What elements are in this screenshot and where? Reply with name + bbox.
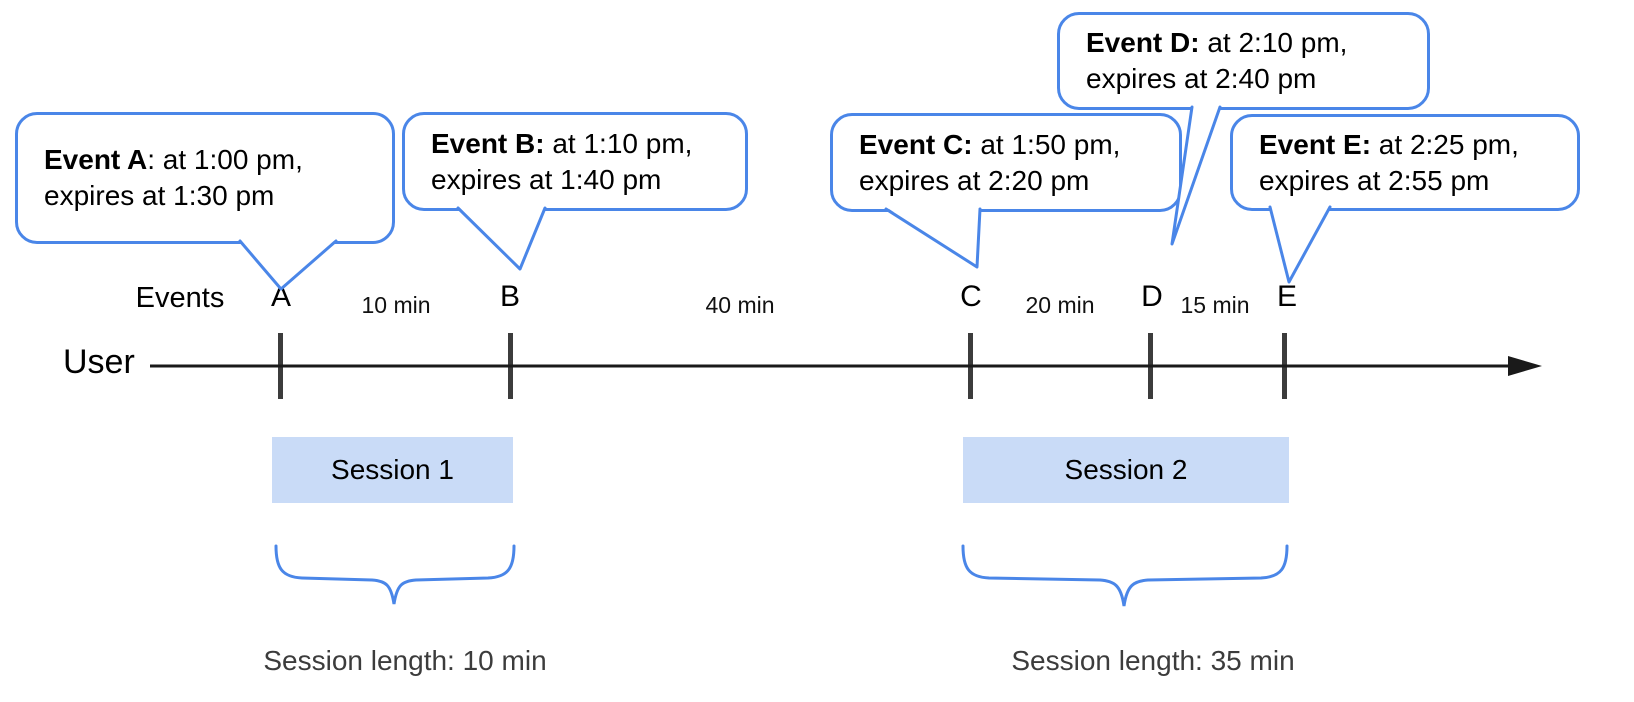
event-c-callout: Event C: at 1:50 pm, expires at 2:20 pm bbox=[830, 113, 1182, 212]
tick-label-b: B bbox=[499, 280, 521, 313]
event-c-line2: expires at 2:20 pm bbox=[859, 164, 1090, 196]
session-2-length-label: Session length: 35 min bbox=[1011, 645, 1295, 676]
event-b-time: at 1:10 pm, bbox=[544, 127, 693, 159]
event-a-title: Event A bbox=[44, 144, 148, 175]
session-2-label: Session 2 bbox=[1064, 454, 1188, 485]
gap-label-bc: 40 min bbox=[705, 292, 775, 318]
events-axis-label: Events bbox=[135, 282, 225, 314]
event-a-time: : at 1:00 pm, bbox=[147, 144, 303, 175]
event-d-callout: Event D: at 2:10 pm, expires at 2:40 pm bbox=[1057, 12, 1430, 110]
session-2-brace bbox=[961, 544, 1289, 607]
event-e-time: at 2:25 pm, bbox=[1371, 128, 1519, 160]
event-b-title: Event B: bbox=[431, 127, 545, 159]
user-label: User bbox=[63, 343, 135, 381]
tick-b bbox=[508, 333, 513, 399]
event-d-time: at 2:10 pm, bbox=[1199, 27, 1348, 58]
event-e-callout: Event E: at 2:25 pm, expires at 2:55 pm bbox=[1230, 114, 1580, 211]
session-1-label: Session 1 bbox=[331, 454, 454, 485]
timeline-arrowhead-icon bbox=[1508, 356, 1542, 376]
tick-label-c: C bbox=[960, 280, 982, 313]
gap-label-ab: 10 min bbox=[361, 292, 431, 318]
tick-d bbox=[1148, 333, 1153, 399]
event-b-tail bbox=[456, 206, 547, 271]
event-d-line2: expires at 2:40 pm bbox=[1086, 63, 1317, 94]
event-b-callout: Event B: at 1:10 pm, expires at 1:40 pm bbox=[402, 112, 748, 211]
tick-c bbox=[968, 333, 973, 399]
event-e-line2: expires at 2:55 pm bbox=[1259, 164, 1490, 196]
event-c-line1: Event C: at 1:50 pm, bbox=[859, 127, 1179, 163]
event-c-title: Event C: bbox=[859, 128, 973, 160]
event-a-callout: Event A: at 1:00 pm, expires at 1:30 pm bbox=[15, 112, 395, 244]
event-c-time: at 1:50 pm, bbox=[972, 128, 1121, 160]
gap-label-cd: 20 min bbox=[1025, 292, 1095, 318]
gap-label-de: 15 min bbox=[1180, 292, 1250, 318]
session-1-brace bbox=[274, 544, 516, 605]
event-e-title: Event E: bbox=[1259, 128, 1372, 160]
event-e-line1: Event E: at 2:25 pm, bbox=[1259, 127, 1577, 163]
event-d-title: Event D: bbox=[1086, 27, 1200, 58]
event-b-line1: Event B: at 1:10 pm, bbox=[431, 126, 745, 162]
event-b-line2: expires at 1:40 pm bbox=[431, 163, 662, 195]
session-2-box: Session 2 bbox=[963, 437, 1289, 503]
tick-label-a: A bbox=[270, 280, 292, 313]
tick-label-d: D bbox=[1141, 280, 1163, 313]
event-e-tail bbox=[1268, 205, 1332, 284]
event-a-line1: Event A: at 1:00 pm, bbox=[44, 142, 392, 178]
tick-a bbox=[278, 333, 283, 399]
event-a-line2: expires at 1:30 pm bbox=[44, 180, 275, 211]
session-1-box: Session 1 bbox=[272, 437, 513, 503]
session-1-length-label: Session length: 10 min bbox=[263, 645, 547, 676]
tick-label-e: E bbox=[1276, 280, 1298, 313]
tick-e bbox=[1282, 333, 1287, 399]
event-d-line1: Event D: at 2:10 pm, bbox=[1086, 25, 1427, 61]
event-c-tail bbox=[884, 207, 982, 269]
